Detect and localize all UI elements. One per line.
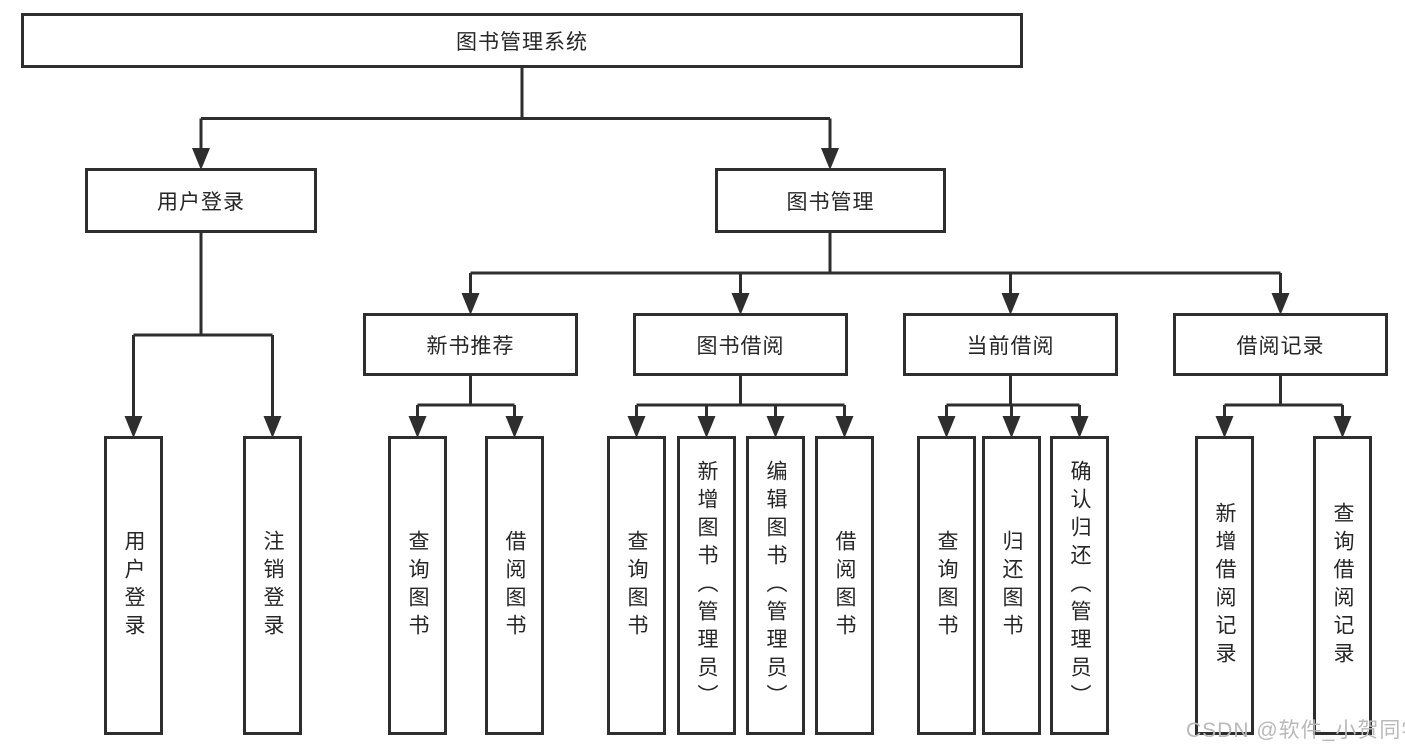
leaf-query-book: 查询图书 bbox=[917, 436, 976, 735]
leaf-label: 查询图书 bbox=[935, 529, 958, 642]
leaf-return-book: 归还图书 bbox=[982, 436, 1041, 735]
node-label: 当前借阅 bbox=[966, 334, 1055, 358]
leaf-borrow-book: 借阅图书 bbox=[815, 436, 874, 735]
leaf-label: 查询借阅记录 bbox=[1331, 501, 1354, 670]
leaf-add-book-admin: 新增图书（管理员） bbox=[677, 436, 736, 735]
node-label: 新书推荐 bbox=[426, 334, 515, 358]
leaf-label: 查询图书 bbox=[625, 529, 648, 642]
leaf-label: 归还图书 bbox=[1000, 529, 1023, 642]
leaf-query-borrow-record: 查询借阅记录 bbox=[1313, 436, 1372, 735]
leaf-label: 注销登录 bbox=[261, 529, 284, 642]
node-label: 图书管理 bbox=[786, 190, 875, 214]
leaf-user-login: 用户登录 bbox=[104, 436, 163, 735]
node-current-borrowing: 当前借阅 bbox=[903, 313, 1118, 376]
leaf-label: 用户登录 bbox=[122, 529, 145, 642]
leaf-label: 借阅图书 bbox=[503, 529, 526, 642]
leaf-confirm-return-admin: 确认归还（管理员） bbox=[1050, 436, 1109, 735]
node-book-borrowing: 图书借阅 bbox=[633, 313, 848, 376]
leaf-edit-book-admin: 编辑图书（管理员） bbox=[746, 436, 805, 735]
leaf-label: 新增借阅记录 bbox=[1213, 501, 1236, 670]
node-borrowing-records: 借阅记录 bbox=[1173, 313, 1388, 376]
leaf-label: 新增图书（管理员） bbox=[695, 459, 718, 712]
leaf-label: 确认归还（管理员） bbox=[1068, 459, 1091, 712]
arrowhead-group bbox=[124, 148, 1352, 438]
node-new-book-recommendation: 新书推荐 bbox=[363, 313, 578, 376]
csdn-watermark: CSDN @软件_小贺同学 bbox=[1186, 719, 1405, 742]
leaf-borrow-book: 借阅图书 bbox=[485, 436, 544, 735]
node-user-login: 用户登录 bbox=[85, 168, 317, 233]
leaf-label: 编辑图书（管理员） bbox=[764, 459, 787, 712]
leaf-logout: 注销登录 bbox=[243, 436, 302, 735]
leaf-label: 查询图书 bbox=[406, 529, 429, 642]
leaf-query-book: 查询图书 bbox=[607, 436, 666, 735]
leaf-query-book: 查询图书 bbox=[388, 436, 447, 735]
node-label: 用户登录 bbox=[157, 190, 245, 214]
node-label: 借阅记录 bbox=[1236, 334, 1325, 358]
node-label: 图书借阅 bbox=[696, 334, 785, 358]
node-label: 图书管理系统 bbox=[456, 30, 588, 54]
node-library-system: 图书管理系统 bbox=[21, 13, 1023, 68]
leaf-add-borrow-record: 新增借阅记录 bbox=[1195, 436, 1254, 735]
node-book-management: 图书管理 bbox=[715, 168, 946, 233]
leaf-label: 借阅图书 bbox=[833, 529, 856, 642]
